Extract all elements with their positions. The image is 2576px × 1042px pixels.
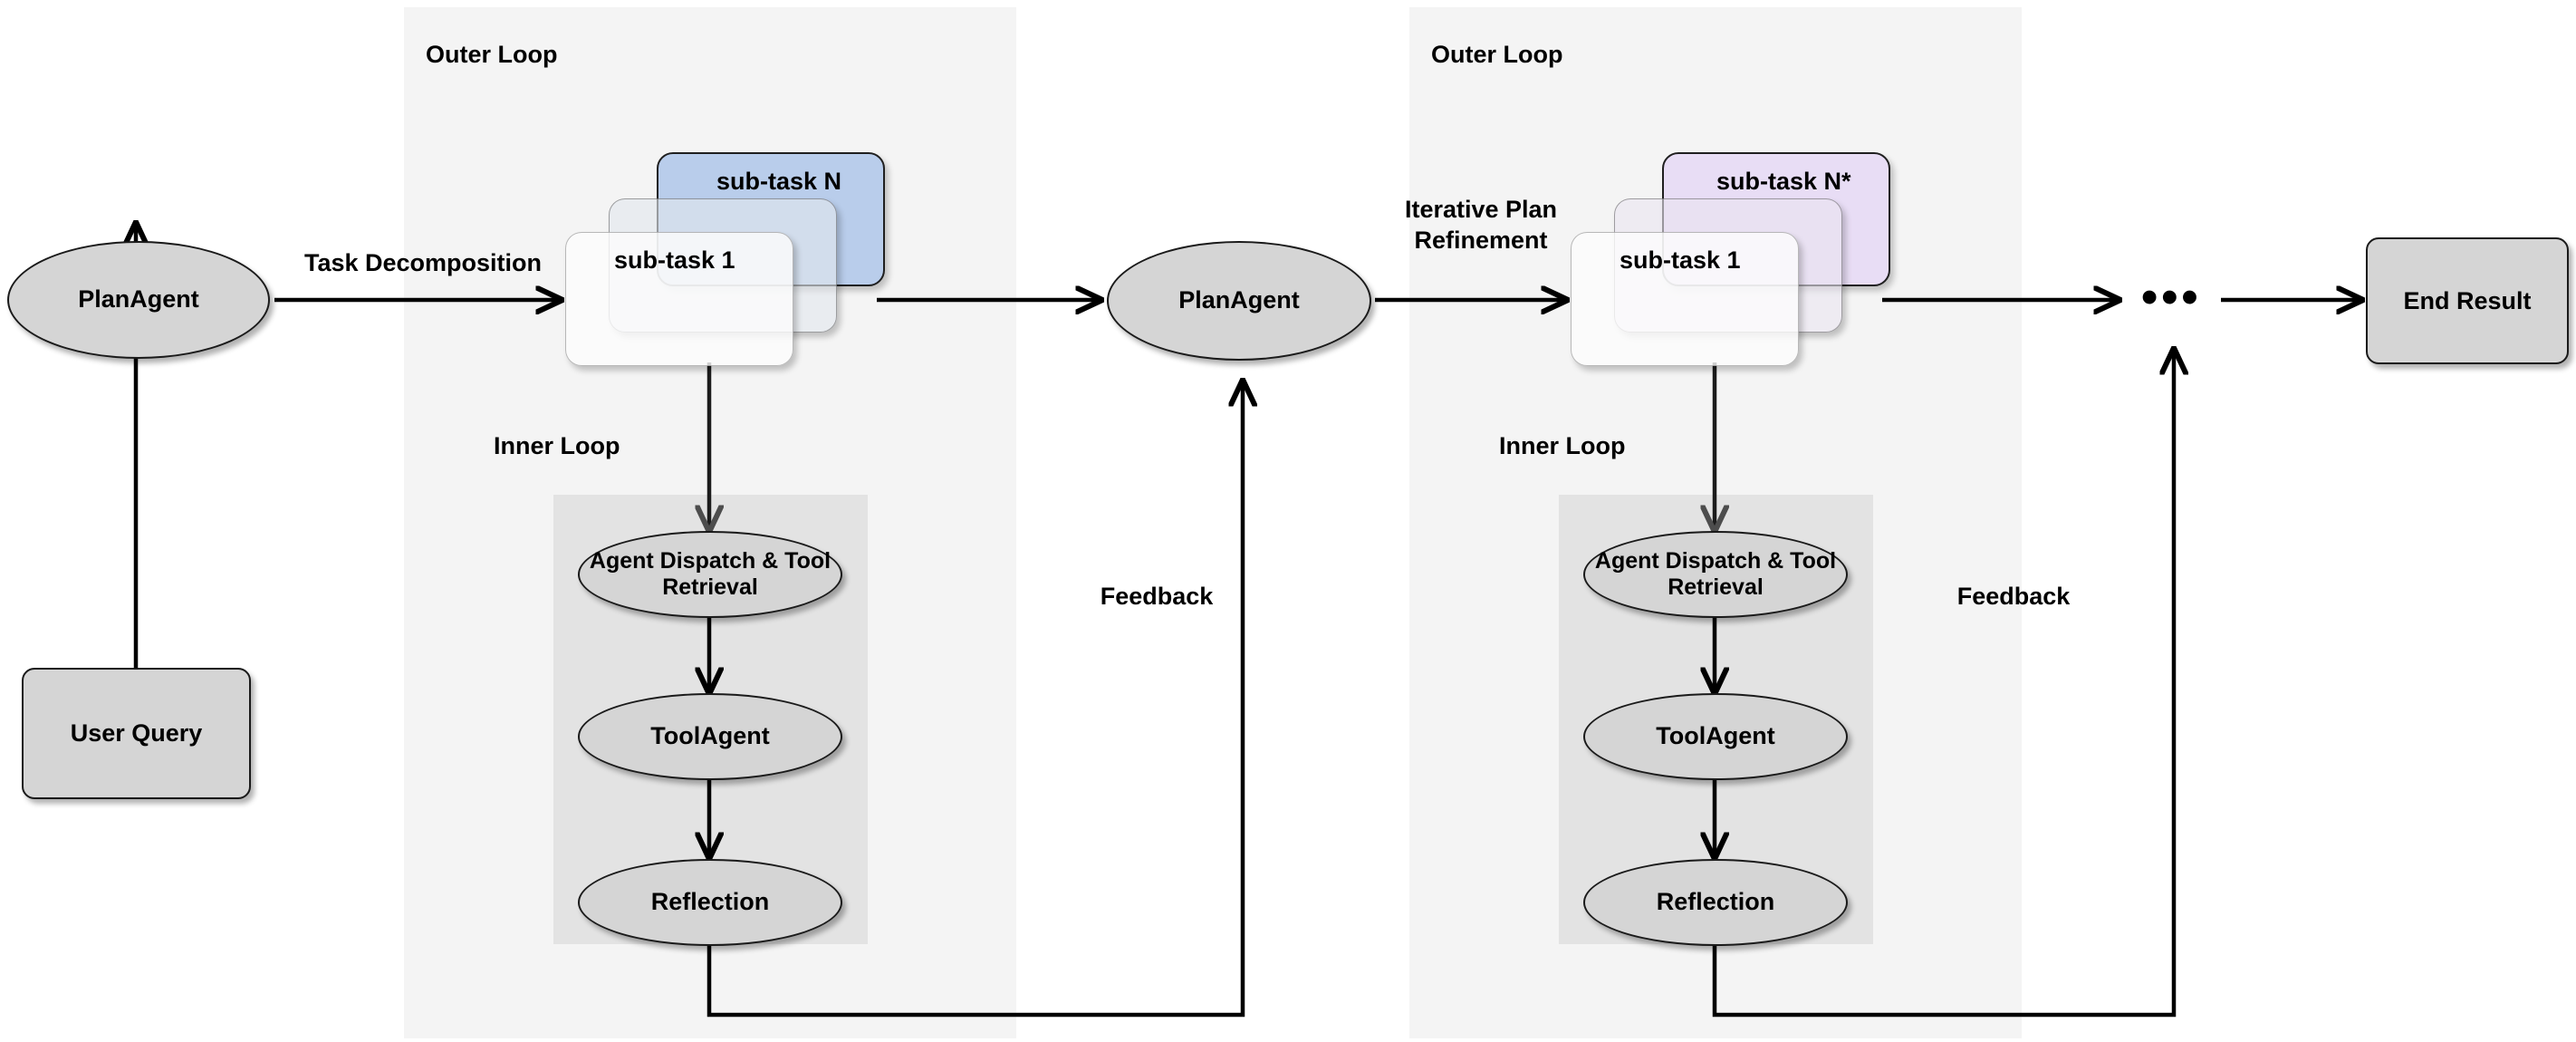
outer-loop-label-1: Outer Loop [426,41,558,68]
continuation-ellipsis: ••• [2141,271,2202,323]
sub-task-1-label-group-1: sub-task 1 [614,246,735,274]
user-query-box[interactable]: User Query [22,668,251,799]
edge-label-task-decomposition: Task Decomposition [303,249,543,276]
tool-agent-node-1[interactable]: ToolAgent [578,693,842,780]
feedback-label-2: Feedback [1956,583,2071,610]
inner-loop-label-2: Inner Loop [1499,432,1626,459]
plan-agent-node-2[interactable]: PlanAgent [1107,241,1371,361]
feedback-label-1: Feedback [1100,583,1214,610]
plan-agent-node-1[interactable]: PlanAgent [7,241,270,359]
sub-task-card-1-group-1[interactable] [565,232,793,366]
reflection-node-2[interactable]: Reflection [1583,859,1848,946]
sub-task-n-label-group-2: sub-task N* [1716,168,1851,195]
tool-agent-node-2[interactable]: ToolAgent [1583,693,1848,780]
reflection-node-1[interactable]: Reflection [578,859,842,946]
sub-task-1-label-group-2: sub-task 1 [1620,246,1741,274]
sub-task-card-1-group-2[interactable] [1571,232,1799,366]
agent-dispatch-tool-retrieval-node-1[interactable]: Agent Dispatch & Tool Retrieval [578,531,842,618]
edge-label-iterative-plan-refinement: Iterative Plan Refinement [1404,196,1558,254]
outer-loop-label-2: Outer Loop [1431,41,1563,68]
agent-dispatch-tool-retrieval-node-2[interactable]: Agent Dispatch & Tool Retrieval [1583,531,1848,618]
end-result-box[interactable]: End Result [2366,237,2569,364]
sub-task-n-label-group-1: sub-task N [716,168,842,195]
inner-loop-label-1: Inner Loop [494,432,620,459]
